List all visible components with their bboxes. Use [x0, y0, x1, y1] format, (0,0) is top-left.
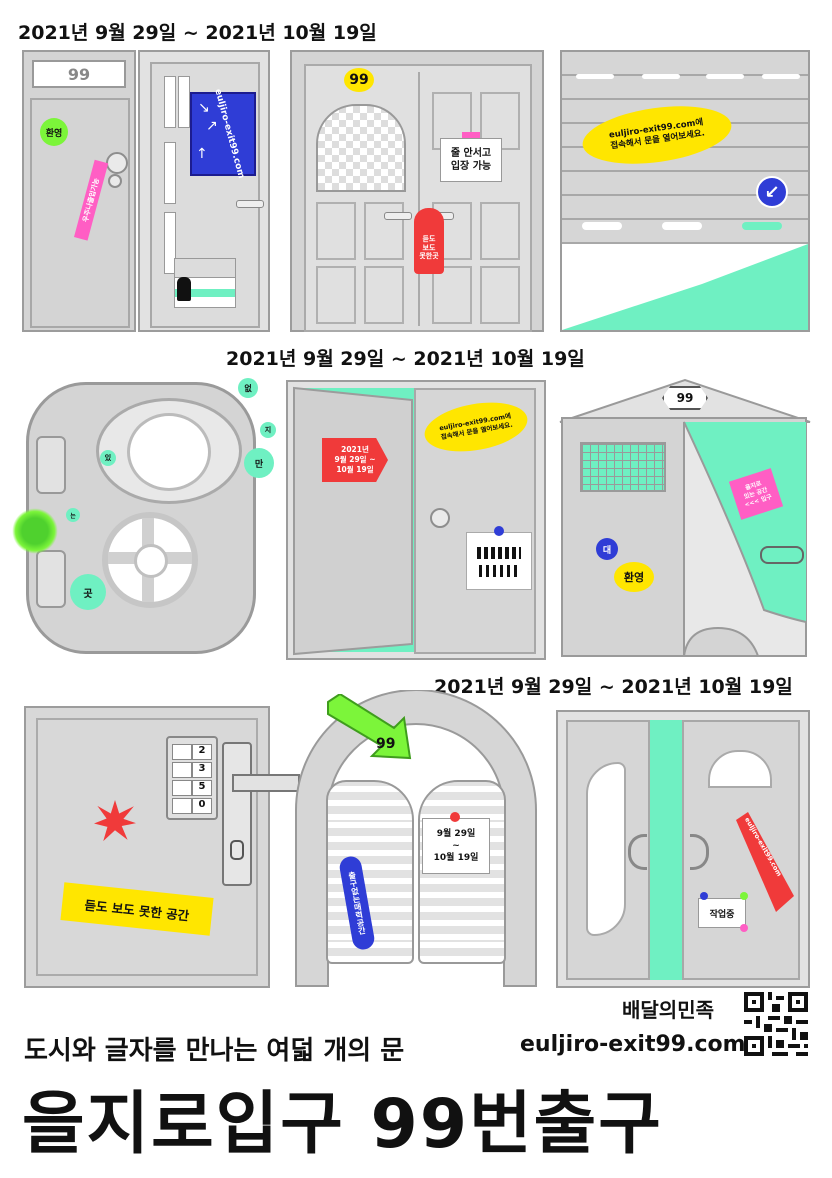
door-2-url-sign[interactable]: euljiro-exit99.com ↘ ↗ ↑ — [190, 88, 256, 180]
door-9-date-note: 9월 29일 ~ 10월 19일 — [422, 818, 490, 874]
door-10[interactable]: euljiro-exit99.com 작업중 — [556, 710, 810, 988]
door-7-window — [580, 442, 666, 492]
pin-icon — [740, 892, 748, 900]
poster-subtitle: 도시와 글자를 만나는 여덟 개의 문 — [24, 1036, 405, 1066]
door-10-left-handle[interactable] — [628, 834, 647, 870]
door-7-tent[interactable]: 99 을지로 있는 공간 <<< 입구 대 환영 — [558, 378, 812, 660]
door-3[interactable]: 99 줄 안서고 입장 가능 듣도 보도 못한곳 — [290, 50, 544, 332]
door-5-letter-6: 곳 — [70, 574, 106, 610]
door-9-saloon[interactable]: 9월 29일 ~ 10월 19일 출구없는매력공간 99 — [290, 690, 542, 988]
plant-icon — [12, 508, 58, 554]
door-7-welcome: 환영 — [614, 562, 654, 592]
door-9-number: 99 — [376, 736, 396, 752]
door-1-lock — [108, 174, 122, 188]
keyhole-icon — [230, 840, 244, 860]
door-10-red-tag: euljiro-exit99.com — [736, 812, 794, 912]
door-10-note: 작업중 — [698, 898, 746, 928]
pin-icon — [494, 526, 504, 536]
door-5-letter-1: 없 — [238, 378, 258, 398]
door-1-knob[interactable] — [106, 152, 128, 174]
date-range-row3: 2021년 9월 29일 ~ 2021년 10월 19일 — [434, 676, 793, 698]
door-1-number-plate: 99 — [32, 60, 126, 88]
door-5-letter-2: 지 — [260, 422, 276, 438]
door-1-frame — [30, 98, 130, 328]
door-10-right-handle[interactable] — [690, 834, 709, 870]
arrow-icon: ↙ — [756, 176, 788, 208]
door-10-right-leaf — [682, 720, 800, 980]
door-10-left-leaf — [566, 720, 650, 980]
website-url[interactable]: euljiro-exit99.com — [520, 1032, 746, 1057]
door-7-number: 99 — [662, 386, 708, 410]
door-1[interactable]: 99 환영 우주나출입가능 — [22, 50, 136, 332]
door-2[interactable]: euljiro-exit99.com ↘ ↗ ↑ — [138, 50, 270, 332]
keypad-key[interactable]: 5 — [192, 780, 212, 796]
door-3-number: 99 — [344, 68, 374, 92]
door-3-hanger: 듣도 보도 못한곳 — [414, 208, 444, 274]
door-8-keypad-door[interactable]: 2 3 5 0 듣도 보도 못한 공간 — [24, 706, 300, 988]
door-8-lock-plate — [222, 742, 252, 886]
vault-wheel[interactable] — [102, 512, 198, 608]
door-6-knob[interactable] — [430, 508, 450, 528]
pin-icon — [450, 812, 460, 822]
door-2-handle[interactable] — [236, 200, 264, 208]
keypad-key[interactable]: 2 — [192, 744, 212, 760]
door-7-tieback — [760, 546, 804, 564]
arrow-icon: ↑ — [196, 146, 208, 162]
pin-icon — [700, 892, 708, 900]
door-3-window — [316, 104, 406, 192]
cat-icon — [177, 277, 191, 301]
arrow-icon: ↘ — [198, 100, 210, 116]
pin-icon — [740, 924, 748, 932]
door-5-letter-5: 는 — [66, 508, 80, 522]
door-4-shutter[interactable]: euljiro-exit99.com에 접속해서 문을 열어보세요. ↙ — [560, 50, 810, 332]
door-5-letter-4: 있 — [100, 450, 116, 466]
vault-porthole — [96, 398, 242, 504]
door-3-queue-note: 줄 안서고 입장 가능 — [440, 138, 502, 182]
door-6[interactable]: 2021년 9월 29일 ~ 10월 19일 euljiro-exit99.co… — [286, 380, 546, 660]
door-4-opening — [562, 244, 808, 330]
door-1-welcome-sticker: 환영 — [40, 118, 68, 146]
qr-code-icon[interactable] — [744, 992, 808, 1056]
door-6-handwritten-note — [466, 532, 532, 590]
door-3-left-handle[interactable] — [384, 212, 412, 220]
brand-logo: 배달의민족 — [622, 998, 714, 1022]
door-5-vault[interactable]: 없 지 만 있 는 곳 — [12, 378, 276, 658]
poster-title: 을지로입구 99번출구 — [22, 1085, 663, 1164]
door-6-date-tag: 2021년 9월 29일 ~ 10월 19일 — [322, 438, 388, 482]
door-5-letter-3: 만 — [244, 448, 274, 478]
keypad-key[interactable]: 0 — [192, 798, 212, 814]
keypad[interactable]: 2 3 5 0 — [166, 736, 218, 820]
date-range-row1: 2021년 9월 29일 ~ 2021년 10월 19일 — [18, 22, 377, 44]
door-6-open-leaf — [293, 386, 413, 656]
date-range-row2: 2021년 9월 29일 ~ 2021년 10월 19일 — [226, 348, 585, 370]
door-9-arrow-sign: 99 — [324, 694, 422, 764]
door-2-pet-flap[interactable] — [174, 258, 236, 308]
door-7-dae-sticker: 대 — [596, 538, 618, 560]
keypad-key[interactable]: 3 — [192, 762, 212, 778]
arrow-icon: ↗ — [206, 118, 218, 134]
